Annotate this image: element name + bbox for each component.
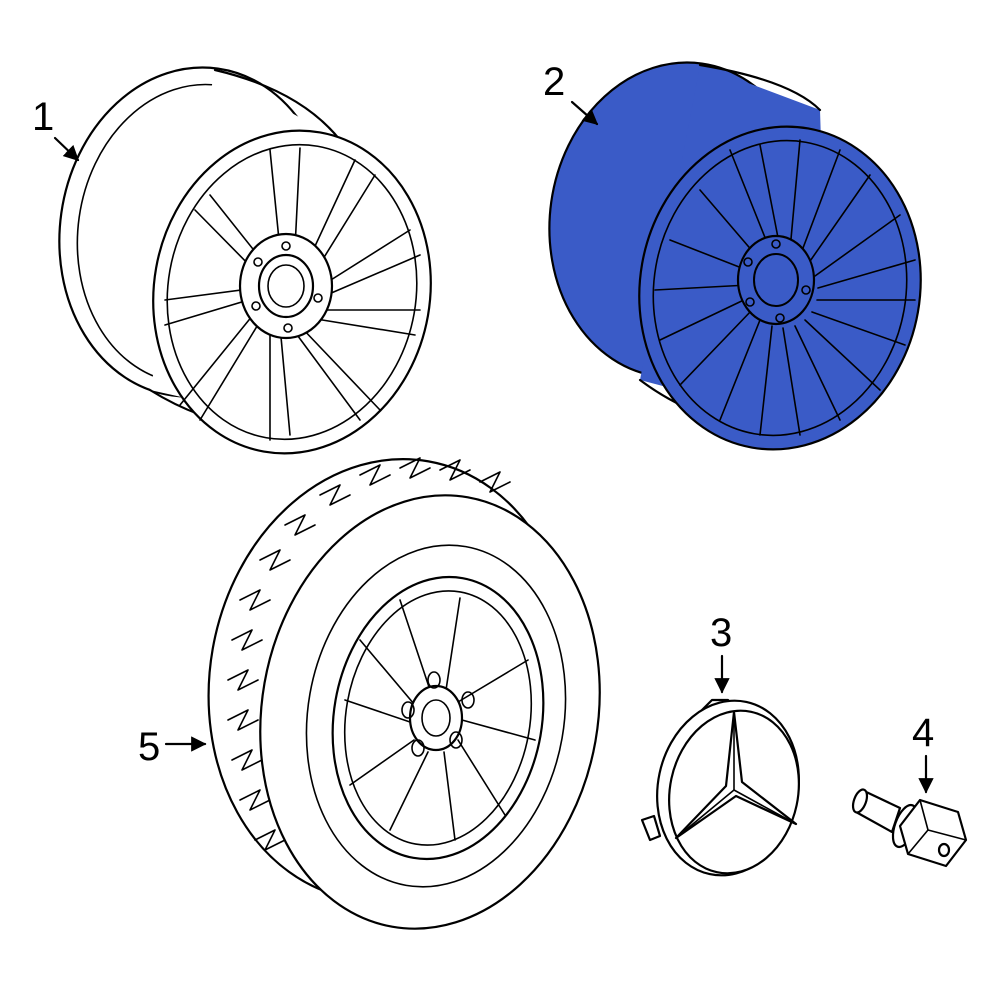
center-cap-part-3[interactable] xyxy=(640,687,815,888)
callout-arrow-1 xyxy=(53,136,80,162)
callout-1: 1 xyxy=(32,95,80,162)
callout-number-3: 3 xyxy=(710,611,732,655)
callout-4: 4 xyxy=(912,711,934,794)
wheel-part-1[interactable] xyxy=(38,50,456,476)
callout-number-2: 2 xyxy=(543,60,565,104)
callout-2: 2 xyxy=(543,60,599,126)
callout-arrow-2 xyxy=(570,100,599,126)
callout-3: 3 xyxy=(710,611,732,694)
callout-5: 5 xyxy=(138,725,207,769)
tire-assembly-part-5[interactable] xyxy=(174,430,633,956)
wheel-part-2-highlighted[interactable] xyxy=(529,45,946,471)
callout-number-5: 5 xyxy=(138,725,160,769)
callout-number-1: 1 xyxy=(32,95,54,139)
callout-number-4: 4 xyxy=(912,711,934,755)
lug-bolt-part-4[interactable] xyxy=(850,788,968,868)
